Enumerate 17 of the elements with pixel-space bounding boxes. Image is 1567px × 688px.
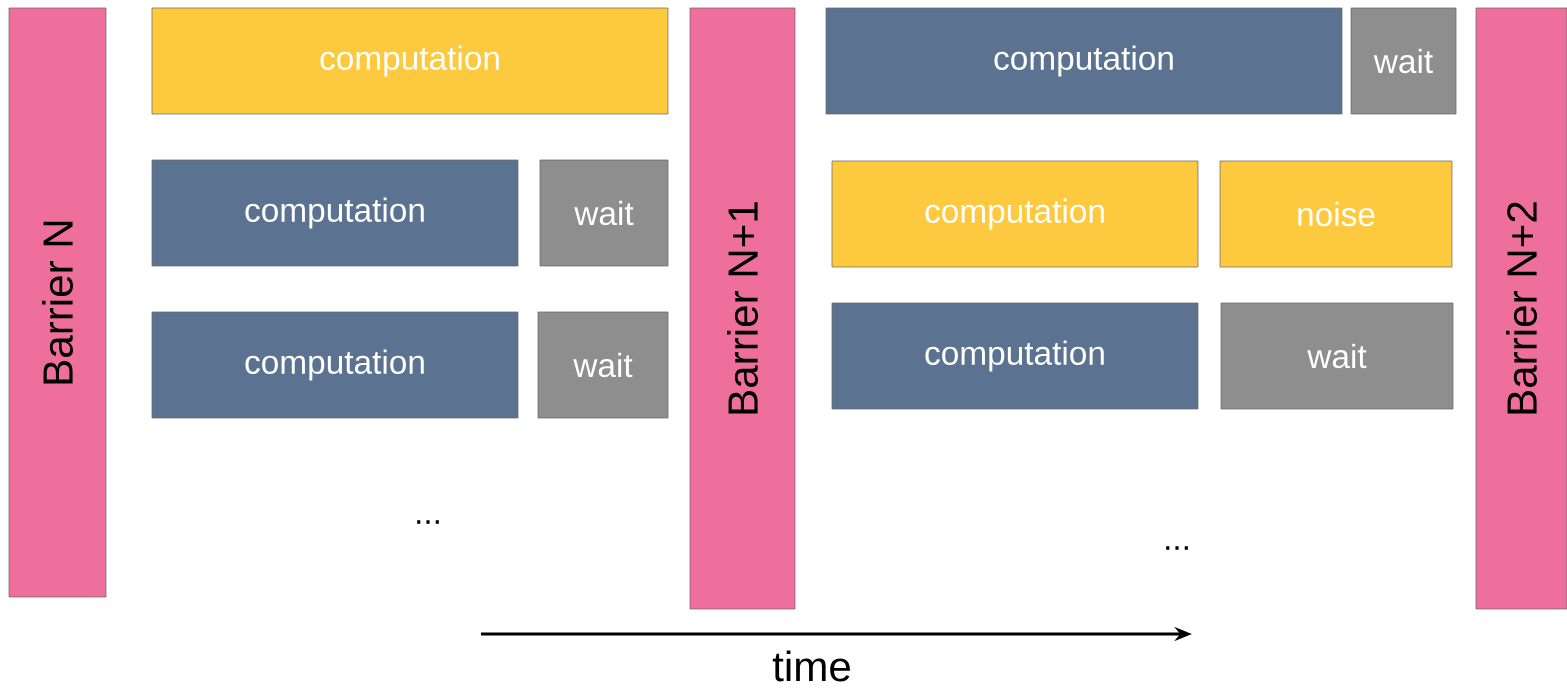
barrier-bar: Barrier N+1 <box>689 7 796 610</box>
computation-block: noise <box>1219 160 1453 268</box>
computation-block: computation <box>151 311 519 419</box>
axis-label: time <box>772 650 850 682</box>
computation-block: computation <box>831 160 1199 268</box>
wait-block: wait <box>537 311 669 419</box>
ellipsis: ... <box>1166 546 1188 550</box>
wait-block: wait <box>1350 7 1457 115</box>
barrier-bar: Barrier N+2 <box>1475 7 1567 610</box>
computation-block: computation <box>151 159 519 267</box>
computation-block: computation <box>831 302 1199 410</box>
barrier-bar: Barrier N <box>8 7 107 598</box>
ellipsis: ... <box>417 520 439 524</box>
computation-block: computation <box>151 7 669 115</box>
computation-block: computation <box>825 7 1343 115</box>
wait-block: wait <box>1220 302 1454 410</box>
wait-block: wait <box>539 159 669 267</box>
